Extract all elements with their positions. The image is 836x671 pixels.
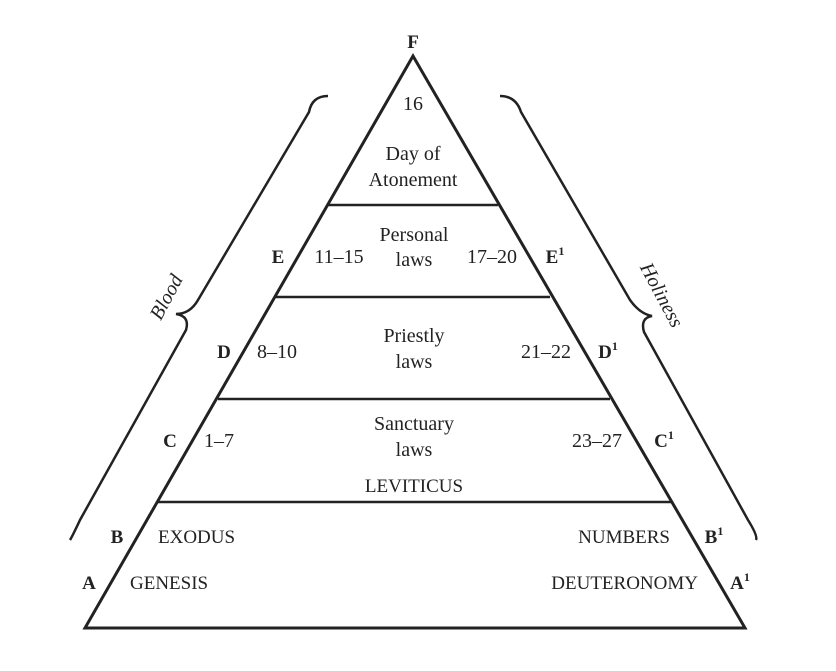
tier-d-title-line2: laws	[396, 351, 433, 373]
base-a-left-book: GENESIS	[130, 573, 208, 594]
tier-c-right-label: C1	[654, 428, 674, 452]
tier-c-title-line1: Sanctuary	[374, 413, 454, 435]
base-b-right-label: B1	[705, 524, 724, 548]
tier-d-left-label: D	[217, 342, 231, 363]
atonement-title-line1: Day of	[386, 143, 441, 165]
holiness-label: Holiness	[635, 258, 688, 331]
leviticus-label: LEVITICUS	[365, 476, 463, 497]
base-b-left-book: EXODUS	[158, 527, 235, 548]
base-b-left-label: B	[111, 527, 124, 548]
tier-e-left-chapters: 11–15	[314, 246, 363, 268]
atonement-chapter: 16	[403, 93, 423, 115]
tier-d-right-label: D1	[598, 339, 618, 363]
tier-d-title-line1: Priestly	[383, 325, 444, 347]
tier-e-right-chapters: 17–20	[467, 246, 517, 268]
left-brace	[68, 94, 329, 541]
tier-c-right-chapters: 23–27	[572, 430, 622, 452]
base-a-right-book: DEUTERONOMY	[551, 573, 698, 594]
tier-e-title-line1: Personal	[380, 224, 449, 246]
right-brace	[499, 94, 758, 541]
base-b-right-book: NUMBERS	[578, 527, 670, 548]
tier-c-title-line2: laws	[396, 439, 433, 461]
tier-e-left-label: E	[272, 247, 285, 268]
atonement-title-line2: Atonement	[369, 169, 458, 191]
apex-label: F	[407, 32, 419, 53]
base-a-left-label: A	[82, 573, 96, 594]
base-a-right-label: A1	[730, 570, 750, 594]
tier-d-left-chapters: 8–10	[257, 341, 297, 363]
tier-c-left-chapters: 1–7	[204, 430, 234, 452]
tier-e-right-label: E1	[546, 244, 565, 268]
tier-c-left-label: C	[163, 431, 177, 452]
tier-d-right-chapters: 21–22	[521, 341, 571, 363]
tier-e-title-line2: laws	[396, 249, 433, 271]
pyramid-outline	[82, 52, 748, 630]
